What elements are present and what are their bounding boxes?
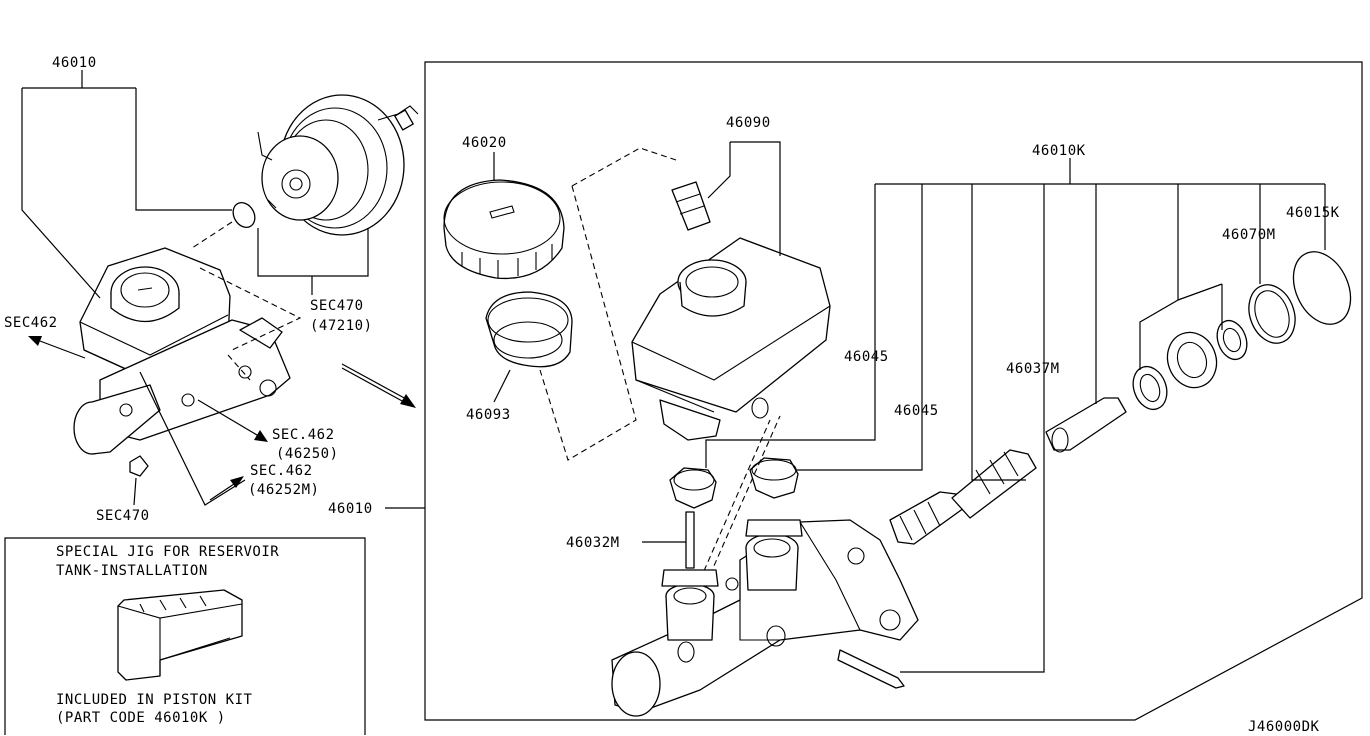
brake-booster — [257, 94, 419, 236]
jig-title-line2: TANK-INSTALLATION — [56, 563, 208, 579]
piston-seal — [1132, 365, 1168, 411]
arrow-sec462-b — [209, 476, 244, 501]
label-46010k: 46010K — [1032, 143, 1086, 159]
label-sec462-a: SEC.462 — [272, 427, 335, 443]
label-sec470-sub: (47210) — [310, 318, 373, 334]
dash-cap-group — [539, 147, 677, 461]
special-jig — [117, 589, 243, 681]
label-46045-b: 46045 — [894, 403, 939, 419]
master-cylinder-body — [611, 519, 919, 717]
grommet-46045-b — [749, 457, 799, 499]
leader-46093 — [493, 369, 511, 403]
label-sec462-b: SEC.462 — [250, 463, 313, 479]
washer-46070m — [1216, 319, 1248, 361]
reservoir-filter-46090 — [671, 181, 711, 231]
jig-title-line1: SPECIAL JIG FOR RESERVOIR — [56, 544, 279, 560]
master-cylinder-assembly — [73, 247, 291, 477]
booster-o-ring — [232, 202, 256, 228]
arrow-to-exploded — [341, 363, 416, 408]
reservoir-cap — [443, 179, 565, 280]
snap-ring — [1248, 284, 1296, 344]
grommet-46045-a — [669, 467, 717, 509]
leader-46010k — [705, 158, 1326, 673]
jig-note-line2: (PART CODE 46010K ) — [56, 710, 226, 726]
label-46090: 46090 — [726, 115, 771, 131]
reservoir-seal-46093 — [485, 291, 573, 368]
label-46015k: 46015K — [1286, 205, 1340, 221]
piston-cup — [1166, 331, 1218, 389]
o-ring-46015k — [1292, 251, 1352, 325]
label-46093: 46093 — [466, 407, 511, 423]
label-sec462-left: SEC462 — [4, 315, 58, 331]
reservoir-tank — [631, 237, 831, 441]
exploded-view-frame — [424, 61, 1363, 721]
label-sec462-b-sub: (46252M) — [248, 482, 319, 498]
leader-sec470 — [257, 228, 369, 295]
label-46032m: 46032M — [566, 535, 620, 551]
label-sec470: SEC470 — [310, 298, 364, 314]
label-sec470-bottom: SEC470 — [96, 508, 150, 524]
label-46010-top: 46010 — [52, 55, 97, 71]
label-46045-a: 46045 — [844, 349, 889, 365]
jig-box-frame — [4, 537, 366, 735]
leader-46010-top — [21, 70, 232, 299]
label-46037m: 46037M — [1006, 361, 1060, 377]
leader-sec470-bottom — [133, 477, 137, 506]
primary-piston — [889, 449, 1037, 545]
jig-note-line1: INCLUDED IN PISTON KIT — [56, 692, 253, 708]
dash-booster-to-mc — [191, 221, 302, 381]
label-46020: 46020 — [462, 135, 507, 151]
dash-tank-to-body — [699, 415, 781, 585]
label-sec462-a-sub: (46250) — [276, 446, 339, 462]
leader-46090 — [707, 141, 781, 256]
secondary-piston-46037m — [1045, 397, 1127, 453]
diagram-code: J46000DK — [1248, 719, 1320, 735]
arrow-sec462-a — [197, 399, 268, 442]
leader-sec462-a — [139, 371, 246, 506]
label-46010-mid: 46010 — [328, 501, 373, 517]
arrow-sec462-left — [28, 336, 86, 359]
label-46070m: 46070M — [1222, 227, 1276, 243]
pin-46032m — [685, 511, 695, 569]
